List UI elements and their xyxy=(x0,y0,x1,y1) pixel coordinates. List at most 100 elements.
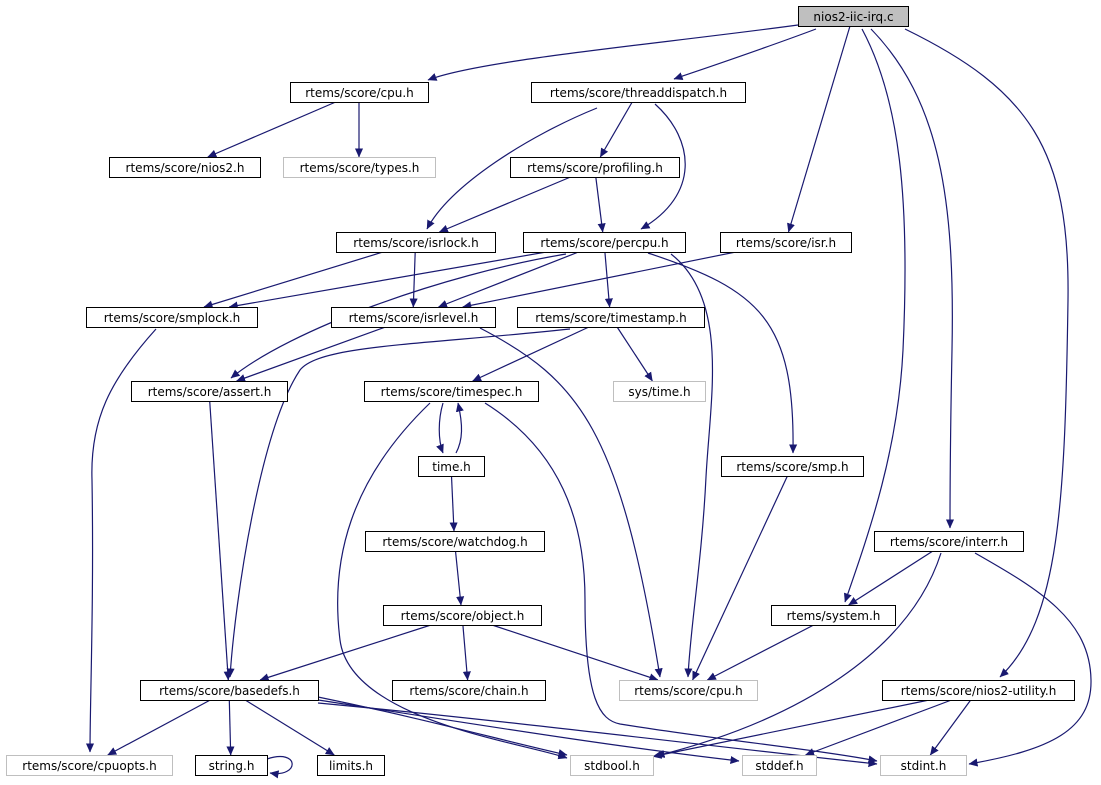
node-label: rtems/score/isrlevel.h xyxy=(349,311,479,325)
node-profiling[interactable]: rtems/score/profiling.h xyxy=(510,157,680,178)
node-label: rtems/score/isrlock.h xyxy=(353,236,478,250)
node-label: stddef.h xyxy=(755,759,803,773)
edge-timespec-to-stdint xyxy=(484,402,878,764)
node-watchdog[interactable]: rtems/score/watchdog.h xyxy=(365,531,545,552)
node-box xyxy=(140,680,319,701)
edge-threaddispatch-to-profiling xyxy=(599,101,633,158)
node-box xyxy=(742,755,817,776)
edge-root-to-interr xyxy=(870,28,955,529)
node-label: rtems/score/object.h xyxy=(401,609,525,623)
node-label: rtems/score/isr.h xyxy=(736,236,836,250)
node-stddef: stddef.h xyxy=(742,755,817,776)
node-box xyxy=(131,381,288,402)
edge-root-to-threaddispatch xyxy=(673,28,817,81)
node-label: rtems/score/smp.h xyxy=(736,460,848,474)
node-basedefs[interactable]: rtems/score/basedefs.h xyxy=(140,680,319,701)
edge-string-to-string xyxy=(266,756,293,779)
node-cpu2: rtems/score/cpu.h xyxy=(619,680,758,701)
edge-isr-to-isrlevel xyxy=(462,251,736,310)
node-box xyxy=(570,755,654,776)
node-interr[interactable]: rtems/score/interr.h xyxy=(874,531,1024,552)
node-box xyxy=(86,307,258,328)
node-label: rtems/score/cpu.h xyxy=(305,86,414,100)
edge-percpu-to-assert xyxy=(230,253,567,379)
node-types: rtems/score/types.h xyxy=(283,157,436,178)
node-label: rtems/score/threaddispatch.h xyxy=(550,86,727,100)
node-cpu[interactable]: rtems/score/cpu.h xyxy=(290,82,429,103)
edge-basedefs-to-string xyxy=(226,699,235,756)
node-assert[interactable]: rtems/score/assert.h xyxy=(131,381,288,402)
node-box xyxy=(619,680,758,701)
node-percpu[interactable]: rtems/score/percpu.h xyxy=(523,232,686,253)
edge-percpu-to-timestamp xyxy=(604,251,613,308)
edge-nios2util-to-stdint xyxy=(929,699,972,756)
node-box xyxy=(195,755,268,776)
node-nios2[interactable]: rtems/score/nios2.h xyxy=(109,157,261,178)
node-isrlevel[interactable]: rtems/score/isrlevel.h xyxy=(331,307,496,328)
node-label: rtems/score/timespec.h xyxy=(381,385,523,399)
edge-watchdog-to-object xyxy=(454,550,465,606)
edge-percpu-to-cpu2 xyxy=(670,253,714,678)
node-box xyxy=(317,755,385,776)
node-timespec[interactable]: rtems/score/timespec.h xyxy=(364,381,539,402)
node-limits[interactable]: limits.h xyxy=(317,755,385,776)
edge-basedefs-to-limits xyxy=(244,699,335,756)
node-box xyxy=(771,605,896,626)
edge-interr-to-system xyxy=(848,550,934,606)
node-timestamp[interactable]: rtems/score/timestamp.h xyxy=(517,307,705,328)
edge-root-to-nios2util xyxy=(904,28,1069,678)
node-label: time.h xyxy=(432,460,471,474)
edge-timestamp-to-basedefs xyxy=(226,328,571,678)
node-box xyxy=(517,307,705,328)
node-isrlock[interactable]: rtems/score/isrlock.h xyxy=(336,232,496,253)
node-label: rtems/score/types.h xyxy=(300,161,420,175)
edge-percpu-to-smplock xyxy=(228,251,547,310)
node-box xyxy=(6,755,173,776)
node-label: rtems/score/nios2.h xyxy=(126,161,245,175)
node-box xyxy=(523,232,686,253)
node-box xyxy=(392,680,546,701)
node-smp[interactable]: rtems/score/smp.h xyxy=(721,456,864,477)
node-box xyxy=(720,232,852,253)
node-stdbool: stdbool.h xyxy=(570,755,654,776)
edge-isrlevel-to-cpu2 xyxy=(479,327,663,678)
edge-object-to-chain xyxy=(462,624,471,681)
edge-percpu-to-smp xyxy=(647,252,798,454)
node-box xyxy=(510,157,680,178)
node-chain[interactable]: rtems/score/chain.h xyxy=(392,680,546,701)
node-root[interactable]: nios2-iic-irq.c xyxy=(798,6,909,27)
node-object[interactable]: rtems/score/object.h xyxy=(383,605,542,626)
node-box xyxy=(290,82,429,103)
node-label: rtems/score/basedefs.h xyxy=(159,684,300,698)
edge-profiling-to-isrlock xyxy=(438,176,571,233)
node-nios2util[interactable]: rtems/score/nios2-utility.h xyxy=(882,680,1075,701)
node-threaddispatch[interactable]: rtems/score/threaddispatch.h xyxy=(531,82,746,103)
edge-interr-to-stdbool xyxy=(655,552,942,758)
node-box xyxy=(874,531,1024,552)
node-label: stdbool.h xyxy=(584,759,640,773)
node-label: limits.h xyxy=(329,759,373,773)
edge-system-to-cpu2 xyxy=(706,624,814,681)
edge-isrlock-to-isrlevel xyxy=(409,251,418,308)
node-box xyxy=(364,381,539,402)
edge-time-to-watchdog xyxy=(449,475,458,532)
node-label: rtems/score/timestamp.h xyxy=(535,311,686,325)
node-smplock[interactable]: rtems/score/smplock.h xyxy=(86,307,258,328)
edge-nios2util-to-stddef xyxy=(805,699,952,756)
node-string[interactable]: string.h xyxy=(195,755,268,776)
edge-timestamp-to-systime xyxy=(616,326,653,382)
node-isr[interactable]: rtems/score/isr.h xyxy=(720,232,852,253)
edge-root-to-cpu xyxy=(427,24,799,81)
node-system[interactable]: rtems/system.h xyxy=(771,605,896,626)
node-box xyxy=(721,456,864,477)
node-box xyxy=(283,157,436,178)
node-time[interactable]: time.h xyxy=(418,456,485,477)
node-stdint: stdint.h xyxy=(880,755,967,776)
node-box xyxy=(365,531,545,552)
edge-threaddispatch-to-isrlock xyxy=(426,107,598,230)
edge-interr-to-stdint xyxy=(968,552,1092,767)
node-cpuopts: rtems/score/cpuopts.h xyxy=(6,755,173,776)
node-systime: sys/time.h xyxy=(613,381,706,402)
node-label: stdint.h xyxy=(901,759,947,773)
